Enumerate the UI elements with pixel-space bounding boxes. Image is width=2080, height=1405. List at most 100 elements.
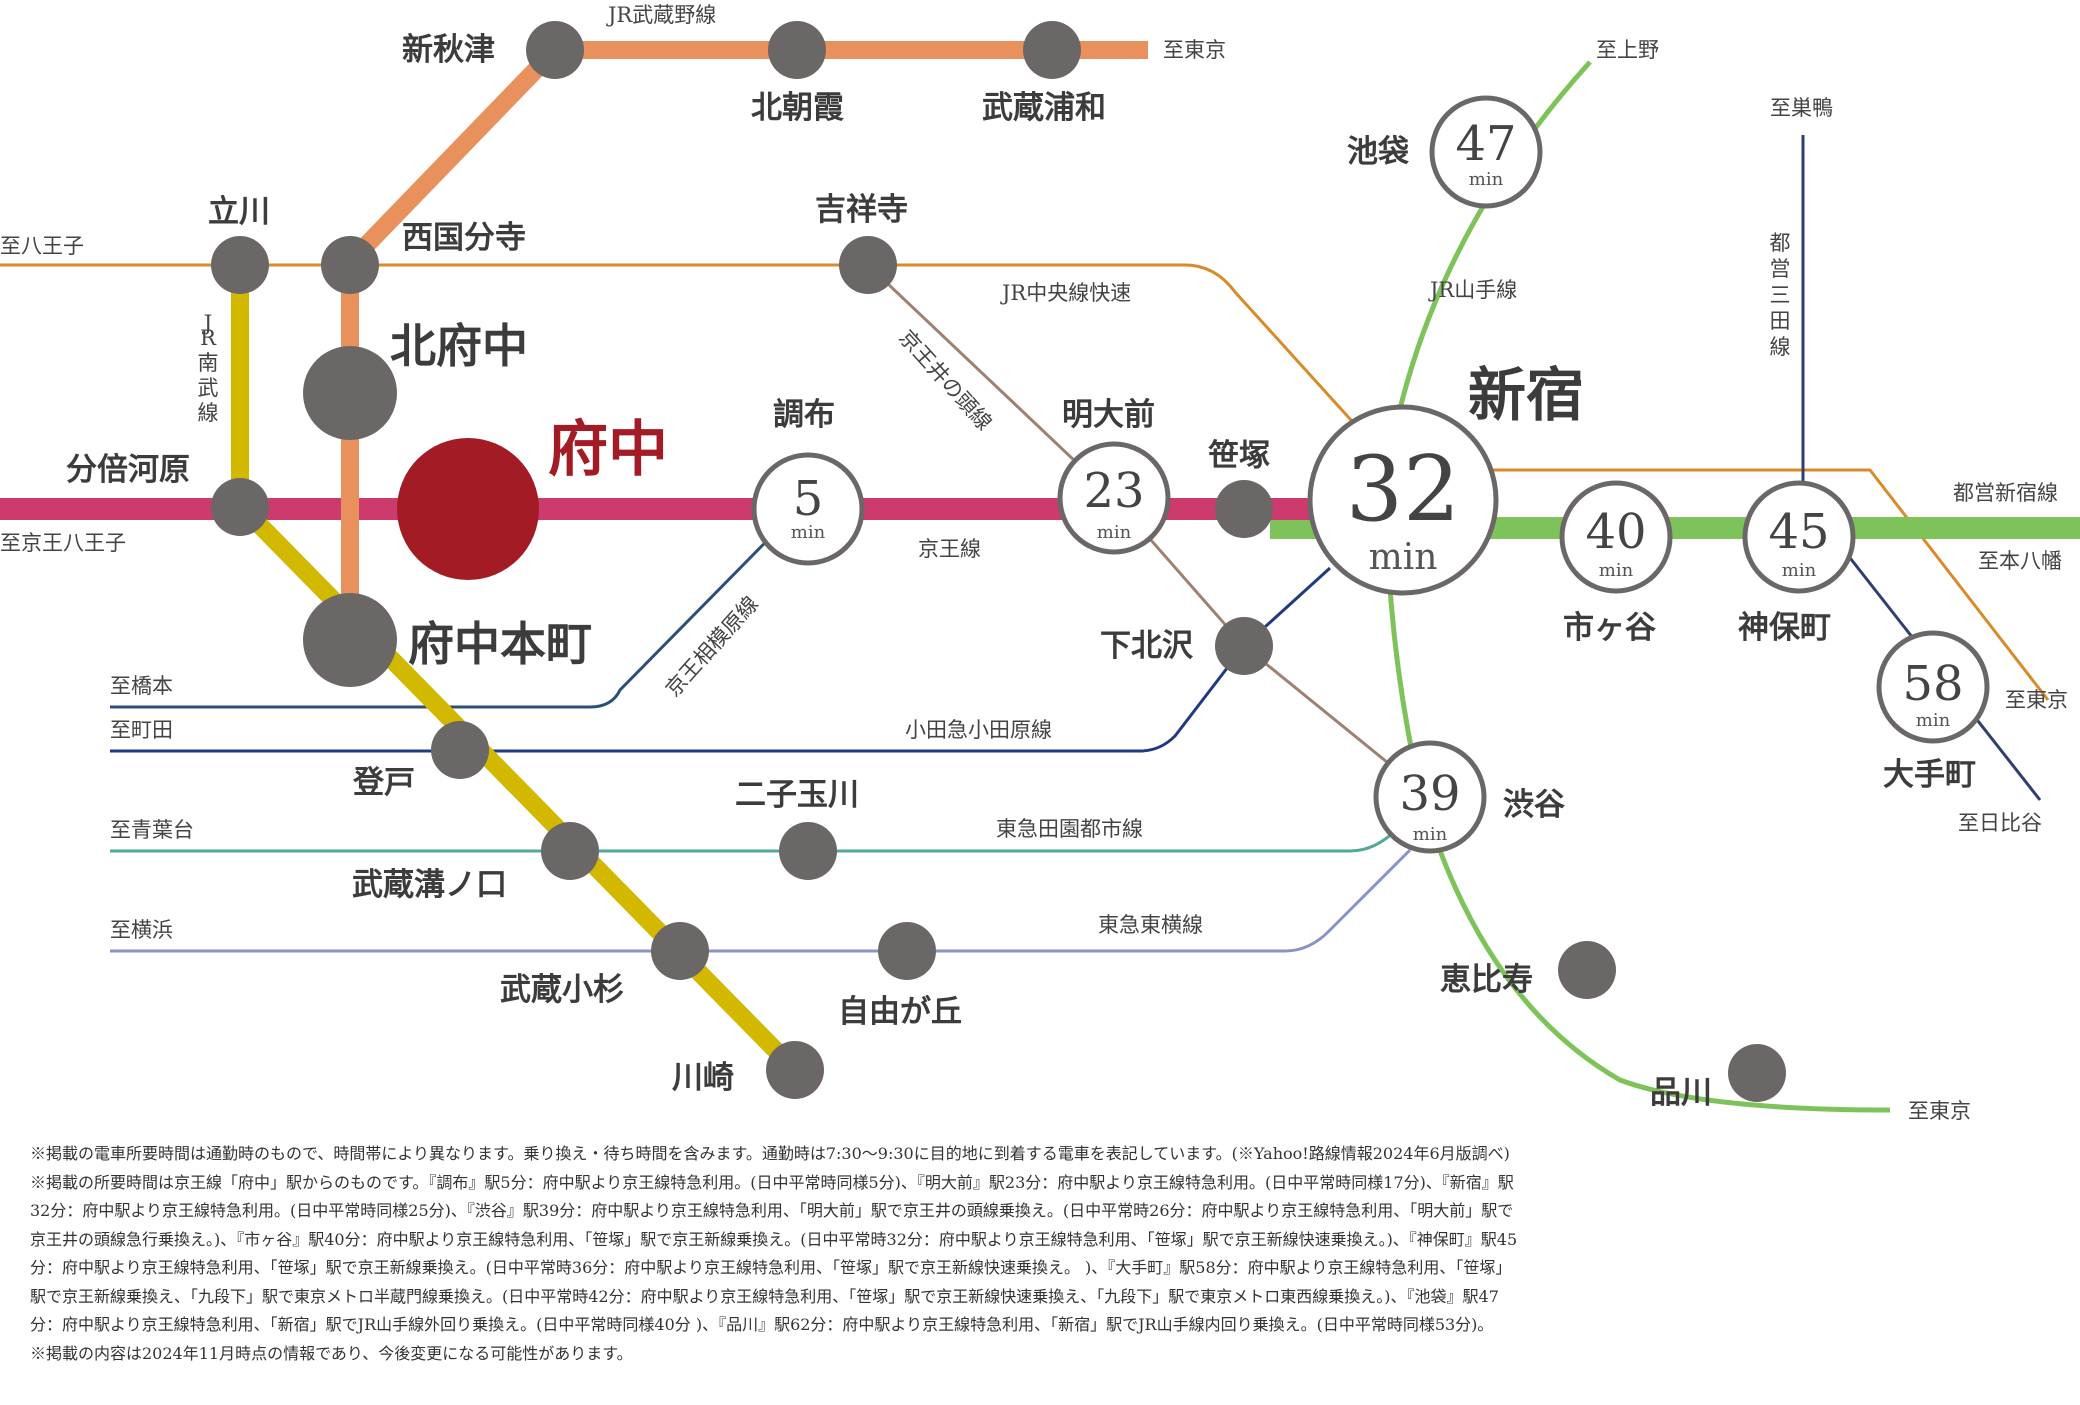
station-fuchuhonmachi — [303, 593, 397, 687]
nambu-char-2: R — [200, 326, 217, 350]
label-shimokitazawa: 下北沢 — [1100, 628, 1194, 664]
bubble-ichigaya — [1559, 480, 1673, 594]
station-ebisu — [1558, 941, 1616, 999]
label-shinagawa: 品川 — [1650, 1075, 1712, 1111]
dir-machida: 至町田 — [110, 718, 173, 742]
note-line: 駅で京王新線乗換え、「九段下」駅で東京メトロ半蔵門線乗換え。(日中平常時42分：… — [30, 1286, 1499, 1306]
min-unit-chofu: min — [791, 522, 826, 543]
label-bubaigawara: 分倍河原 — [66, 452, 190, 488]
station-musashimizonokuchi — [541, 822, 599, 880]
dir-motoyawata: 至本八幡 — [1978, 549, 2062, 573]
station-shinakitsu — [526, 21, 584, 79]
label-fuchuhonmachi: 府中本町 — [408, 617, 592, 671]
label-meidaimae: 明大前 — [1062, 397, 1155, 433]
min-unit-otemachi: min — [1916, 710, 1951, 731]
min-shibuya: 39 — [1399, 766, 1460, 822]
footnotes: ※掲載の電車所要時間は通勤時のもので、時間帯により異なります。乗り換え・待ち時間… — [30, 1140, 2050, 1368]
label-ebisu: 恵比寿 — [1440, 962, 1533, 998]
mita-char-1: 都 — [1770, 231, 1791, 255]
min-unit-shibuya: min — [1413, 824, 1448, 845]
mita-char-4: 田 — [1770, 309, 1791, 333]
min-unit-ikebukuro: min — [1469, 169, 1504, 190]
min-ikebukuro: 47 — [1455, 116, 1516, 172]
dir-sugamo: 至巣鴨 — [1770, 96, 1833, 120]
line-label-chuo: JR中央線快速 — [1000, 281, 1131, 305]
min-unit-meidaimae: min — [1097, 522, 1132, 543]
station-noborito — [431, 721, 489, 779]
min-meidaimae: 23 — [1083, 463, 1144, 519]
bubble-shibuya — [1373, 740, 1487, 854]
label-fuchu: 府中 — [548, 415, 668, 485]
station-shinagawa — [1728, 1044, 1786, 1102]
mita-char-5: 線 — [1770, 335, 1791, 359]
min-unit-ichigaya: min — [1599, 560, 1634, 581]
label-shinakitsu: 新秋津 — [402, 32, 495, 68]
note-line: ※掲載の所要時間は京王線「府中」駅からのものです。『調布』駅5分：府中駅より京王… — [30, 1172, 1514, 1192]
note-line: ※掲載の電車所要時間は通勤時のもので、時間帯により異なります。乗り換え・待ち時間… — [30, 1144, 1510, 1163]
min-ichigaya: 40 — [1585, 504, 1646, 560]
label-chofu: 調布 — [773, 397, 835, 433]
note-line: 京王井の頭線急行乗換え。)、『市ヶ谷』駅40分：府中駅より京王線特急利用、「笹塚… — [30, 1229, 1518, 1249]
station-kawasaki — [766, 1041, 824, 1099]
line-odakyu — [110, 566, 1332, 753]
note-line: 32分：府中駅より京王線特急利用。(日中平常時同様25分)、『渋谷』駅39分：府… — [30, 1201, 1514, 1220]
mita-char-2: 営 — [1770, 257, 1791, 281]
dir-tokyo-musashino: 至東京 — [1163, 38, 1226, 62]
line-sagamihara — [110, 497, 810, 709]
bubble-otemachi — [1876, 630, 1990, 744]
line-label-nambu: J R 南 武 線 — [198, 311, 219, 425]
label-musashikosugi: 武蔵小杉 — [500, 972, 624, 1008]
line-label-yamanote: JR山手線 — [1428, 278, 1517, 302]
note-line: ※掲載の内容は2024年11月時点の情報であり、今後変更になる可能性があります。 — [30, 1343, 633, 1363]
label-otemachi: 大手町 — [1883, 757, 1976, 793]
bubble-meidaimae — [1057, 441, 1171, 555]
nambu-char-4: 武 — [198, 376, 219, 400]
min-jimbocho: 45 — [1768, 504, 1829, 560]
station-bubaigawara — [211, 478, 269, 536]
line-label-shinjuku-line: 都営新宿線 — [1953, 481, 2058, 505]
station-musashiurawa — [1023, 21, 1081, 79]
min-chofu: 5 — [793, 471, 824, 527]
bubble-ikebukuro — [1429, 95, 1543, 209]
station-sasazuka — [1215, 480, 1273, 538]
dir-hashimoto: 至橋本 — [110, 674, 173, 698]
line-label-mita: 都 営 三 田 線 — [1770, 231, 1791, 359]
bubble-shinjuku — [1307, 404, 1499, 596]
station-kichijoji — [839, 236, 897, 294]
line-label-inokashira: 京王井の頭線 — [894, 325, 996, 435]
dir-keio-hachioji: 至京王八王子 — [0, 531, 126, 555]
line-toyoko — [110, 848, 1412, 953]
nambu-char-1: J — [202, 311, 212, 335]
label-ichigaya: 市ヶ谷 — [1563, 610, 1656, 646]
label-futakotamagawa: 二子玉川 — [735, 777, 859, 813]
bubble-jimbocho — [1742, 480, 1856, 594]
station-kitafuchu — [303, 346, 397, 440]
dir-yokohama: 至横浜 — [110, 918, 173, 942]
dir-ueno: 至上野 — [1596, 38, 1659, 62]
station-nishikokubunji — [321, 236, 379, 294]
label-noborito: 登戸 — [352, 765, 415, 801]
line-label-musashino: JR武蔵野線 — [606, 3, 716, 27]
min-unit-shinjuku: min — [1369, 537, 1438, 578]
line-label-denentoshi: 東急田園都市線 — [996, 817, 1143, 841]
nambu-char-3: 南 — [198, 351, 219, 375]
station-tachikawa — [211, 236, 269, 294]
station-jiyugaoka — [878, 922, 936, 980]
label-musashiurawa: 武蔵浦和 — [982, 90, 1106, 126]
label-jiyugaoka: 自由が丘 — [838, 994, 962, 1030]
station-kitaasaka — [768, 21, 826, 79]
line-label-keio: 京王線 — [918, 537, 981, 561]
bubble-chofu — [751, 452, 865, 566]
min-unit-jimbocho: min — [1782, 560, 1817, 581]
label-kichijoji: 吉祥寺 — [815, 192, 908, 228]
label-shinjuku: 新宿 — [1468, 361, 1584, 429]
dir-tokyo-yamanote: 至東京 — [1908, 1099, 1971, 1123]
min-shinjuku: 32 — [1346, 437, 1461, 542]
mita-char-3: 三 — [1770, 283, 1791, 307]
min-otemachi: 58 — [1902, 656, 1963, 712]
note-line: 分：府中駅より京王線特急利用、「笹塚」駅で京王新線乗換え。(日中平常時36分：府… — [30, 1258, 1512, 1277]
label-kitafuchu: 北府中 — [390, 319, 528, 373]
label-shibuya: 渋谷 — [1503, 787, 1565, 823]
label-sasazuka: 笹塚 — [1208, 438, 1270, 474]
